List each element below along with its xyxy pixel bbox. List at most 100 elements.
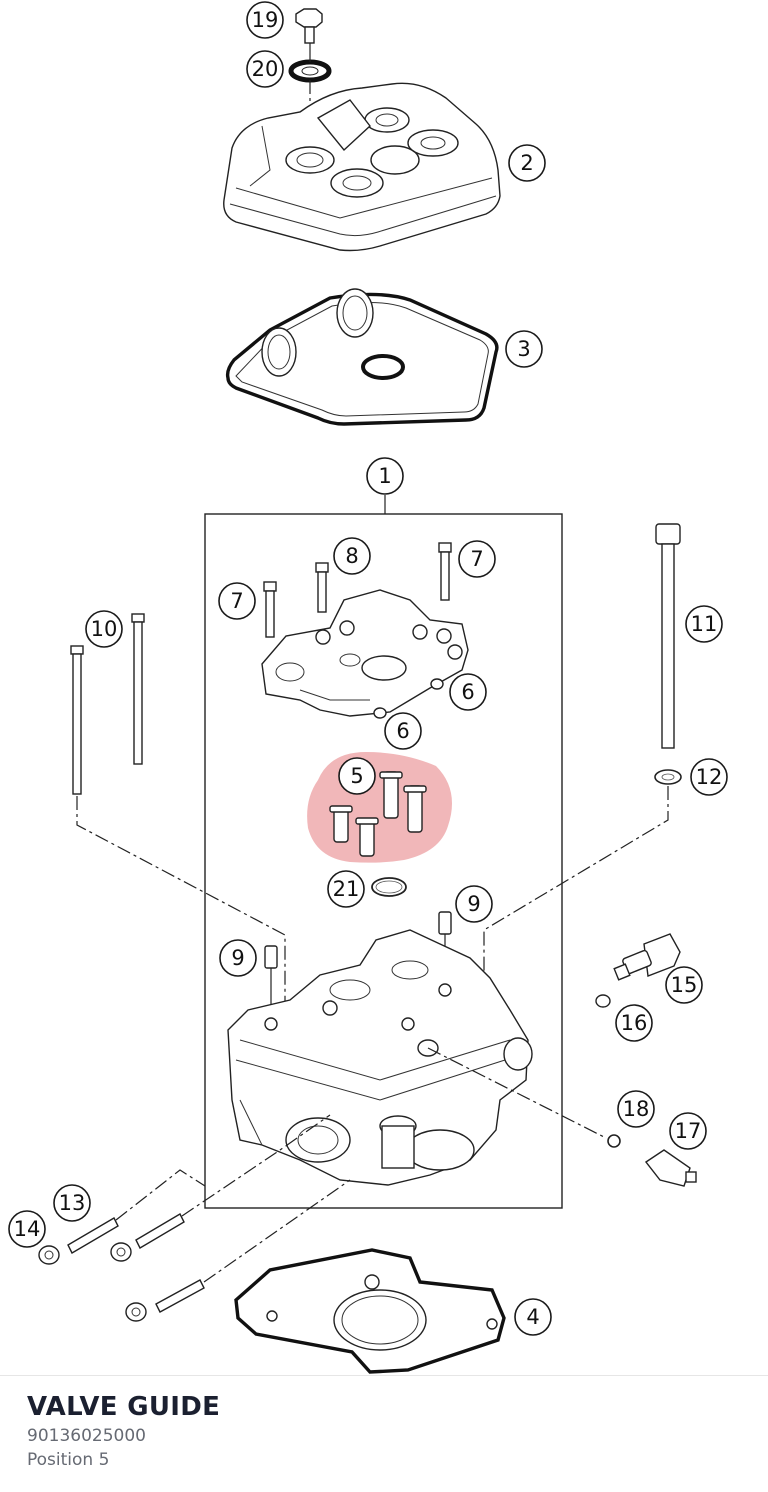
part-4-base-gasket[interactable] [234,1248,506,1374]
callout-label: 6 [461,680,474,704]
callout-7[interactable]: 7 [458,540,496,578]
callout-5[interactable]: 5 [338,757,376,795]
callout-label: 7 [230,589,243,613]
part-14-nuts[interactable] [38,1242,147,1322]
part-20-washer[interactable] [288,59,332,83]
part-title: VALVE GUIDE [27,1392,221,1422]
callout-circle [665,966,703,1004]
callout-circle [218,582,256,620]
callout-20[interactable]: 20 [246,50,284,88]
part-21-o-ring[interactable] [371,877,407,897]
part-17-sensor[interactable] [644,1149,697,1187]
callout-label: 1 [378,464,391,488]
part-12-washer[interactable] [654,769,682,785]
callout-label: 7 [470,547,483,571]
camshaft-carrier[interactable] [261,589,469,717]
part-16-o-ring[interactable] [595,994,611,1008]
part-11-bolt[interactable] [655,523,681,749]
callout-1[interactable]: 1 [366,457,404,495]
callout-10[interactable]: 10 [85,610,123,648]
callout-label: 2 [520,151,533,175]
part-2-valve-cover[interactable] [223,82,501,252]
callout-circle [366,457,404,495]
part-18-washer[interactable] [607,1134,621,1148]
callout-7[interactable]: 7 [218,582,256,620]
callout-circle [53,1184,91,1222]
part-10-studs[interactable] [70,613,145,795]
callout-label: 13 [59,1191,86,1215]
callout-circle [327,870,365,908]
callout-circle [8,1210,46,1248]
callout-circle [338,757,376,795]
callout-21[interactable]: 21 [327,870,365,908]
callout-12[interactable]: 12 [690,758,728,796]
callout-15[interactable]: 15 [665,966,703,1004]
callout-9[interactable]: 9 [455,885,493,923]
callout-6[interactable]: 6 [449,673,487,711]
part-7-bolt-right[interactable] [438,542,452,601]
callout-8[interactable]: 8 [333,537,371,575]
callout-label: 9 [231,946,244,970]
part-6-dowel-lower[interactable] [373,707,387,719]
callout-circle [690,758,728,796]
part-info-panel: VALVE GUIDE 90136025000 Position 5 [0,1375,768,1492]
callout-19[interactable]: 19 [246,1,284,39]
part-8-bolt[interactable] [315,562,329,613]
callout-circle [514,1298,552,1336]
callout-label: 11 [691,612,718,636]
part-3-cover-gasket[interactable] [225,288,499,426]
part-15-sensor[interactable] [613,933,681,981]
part-5-valve-guides[interactable] [307,752,452,863]
callout-circle [505,330,543,368]
callout-18[interactable]: 18 [617,1090,655,1128]
callout-label: 20 [252,57,279,81]
callout-13[interactable]: 13 [53,1184,91,1222]
callout-4[interactable]: 4 [514,1298,552,1336]
callout-circle [458,540,496,578]
part-1-assembly-box[interactable] [204,495,563,1209]
callout-label: 4 [526,1305,539,1329]
part-13-pins[interactable] [67,1213,205,1313]
callout-circle [669,1112,707,1150]
callout-9[interactable]: 9 [219,939,257,977]
callout-label: 17 [675,1119,702,1143]
part-19-bolt[interactable] [295,8,323,44]
callout-circle [617,1090,655,1128]
callout-label: 10 [91,617,118,641]
callout-6[interactable]: 6 [384,712,422,750]
callout-circle [384,712,422,750]
cylinder-head[interactable] [227,929,533,1186]
callout-label: 5 [350,764,363,788]
callout-circle [508,144,546,182]
highlight-area [307,752,452,863]
callout-circle [333,537,371,575]
callout-circle [219,939,257,977]
callout-label: 3 [517,337,530,361]
callout-14[interactable]: 14 [8,1210,46,1248]
callout-label: 21 [333,877,360,901]
callout-circle [615,1004,653,1042]
callout-11[interactable]: 11 [685,605,723,643]
part-7-bolt-left[interactable] [263,581,277,638]
callout-label: 18 [623,1097,650,1121]
part-6-dowel-upper[interactable] [430,678,444,690]
callout-label: 6 [396,719,409,743]
callout-circle [246,50,284,88]
callout-label: 14 [14,1217,41,1241]
callout-circle [449,673,487,711]
callout-3[interactable]: 3 [505,330,543,368]
callout-16[interactable]: 16 [615,1004,653,1042]
callout-label: 19 [252,8,279,32]
callout-circle [246,1,284,39]
callout-circle [685,605,723,643]
callout-17[interactable]: 17 [669,1112,707,1150]
callout-label: 9 [467,892,480,916]
callout-label: 15 [671,973,698,997]
part-number: 90136025000 [27,1426,146,1446]
callout-label: 12 [696,765,723,789]
part-position: Position 5 [27,1450,110,1470]
callout-2[interactable]: 2 [508,144,546,182]
callout-label: 8 [345,544,358,568]
callout-circle [455,885,493,923]
